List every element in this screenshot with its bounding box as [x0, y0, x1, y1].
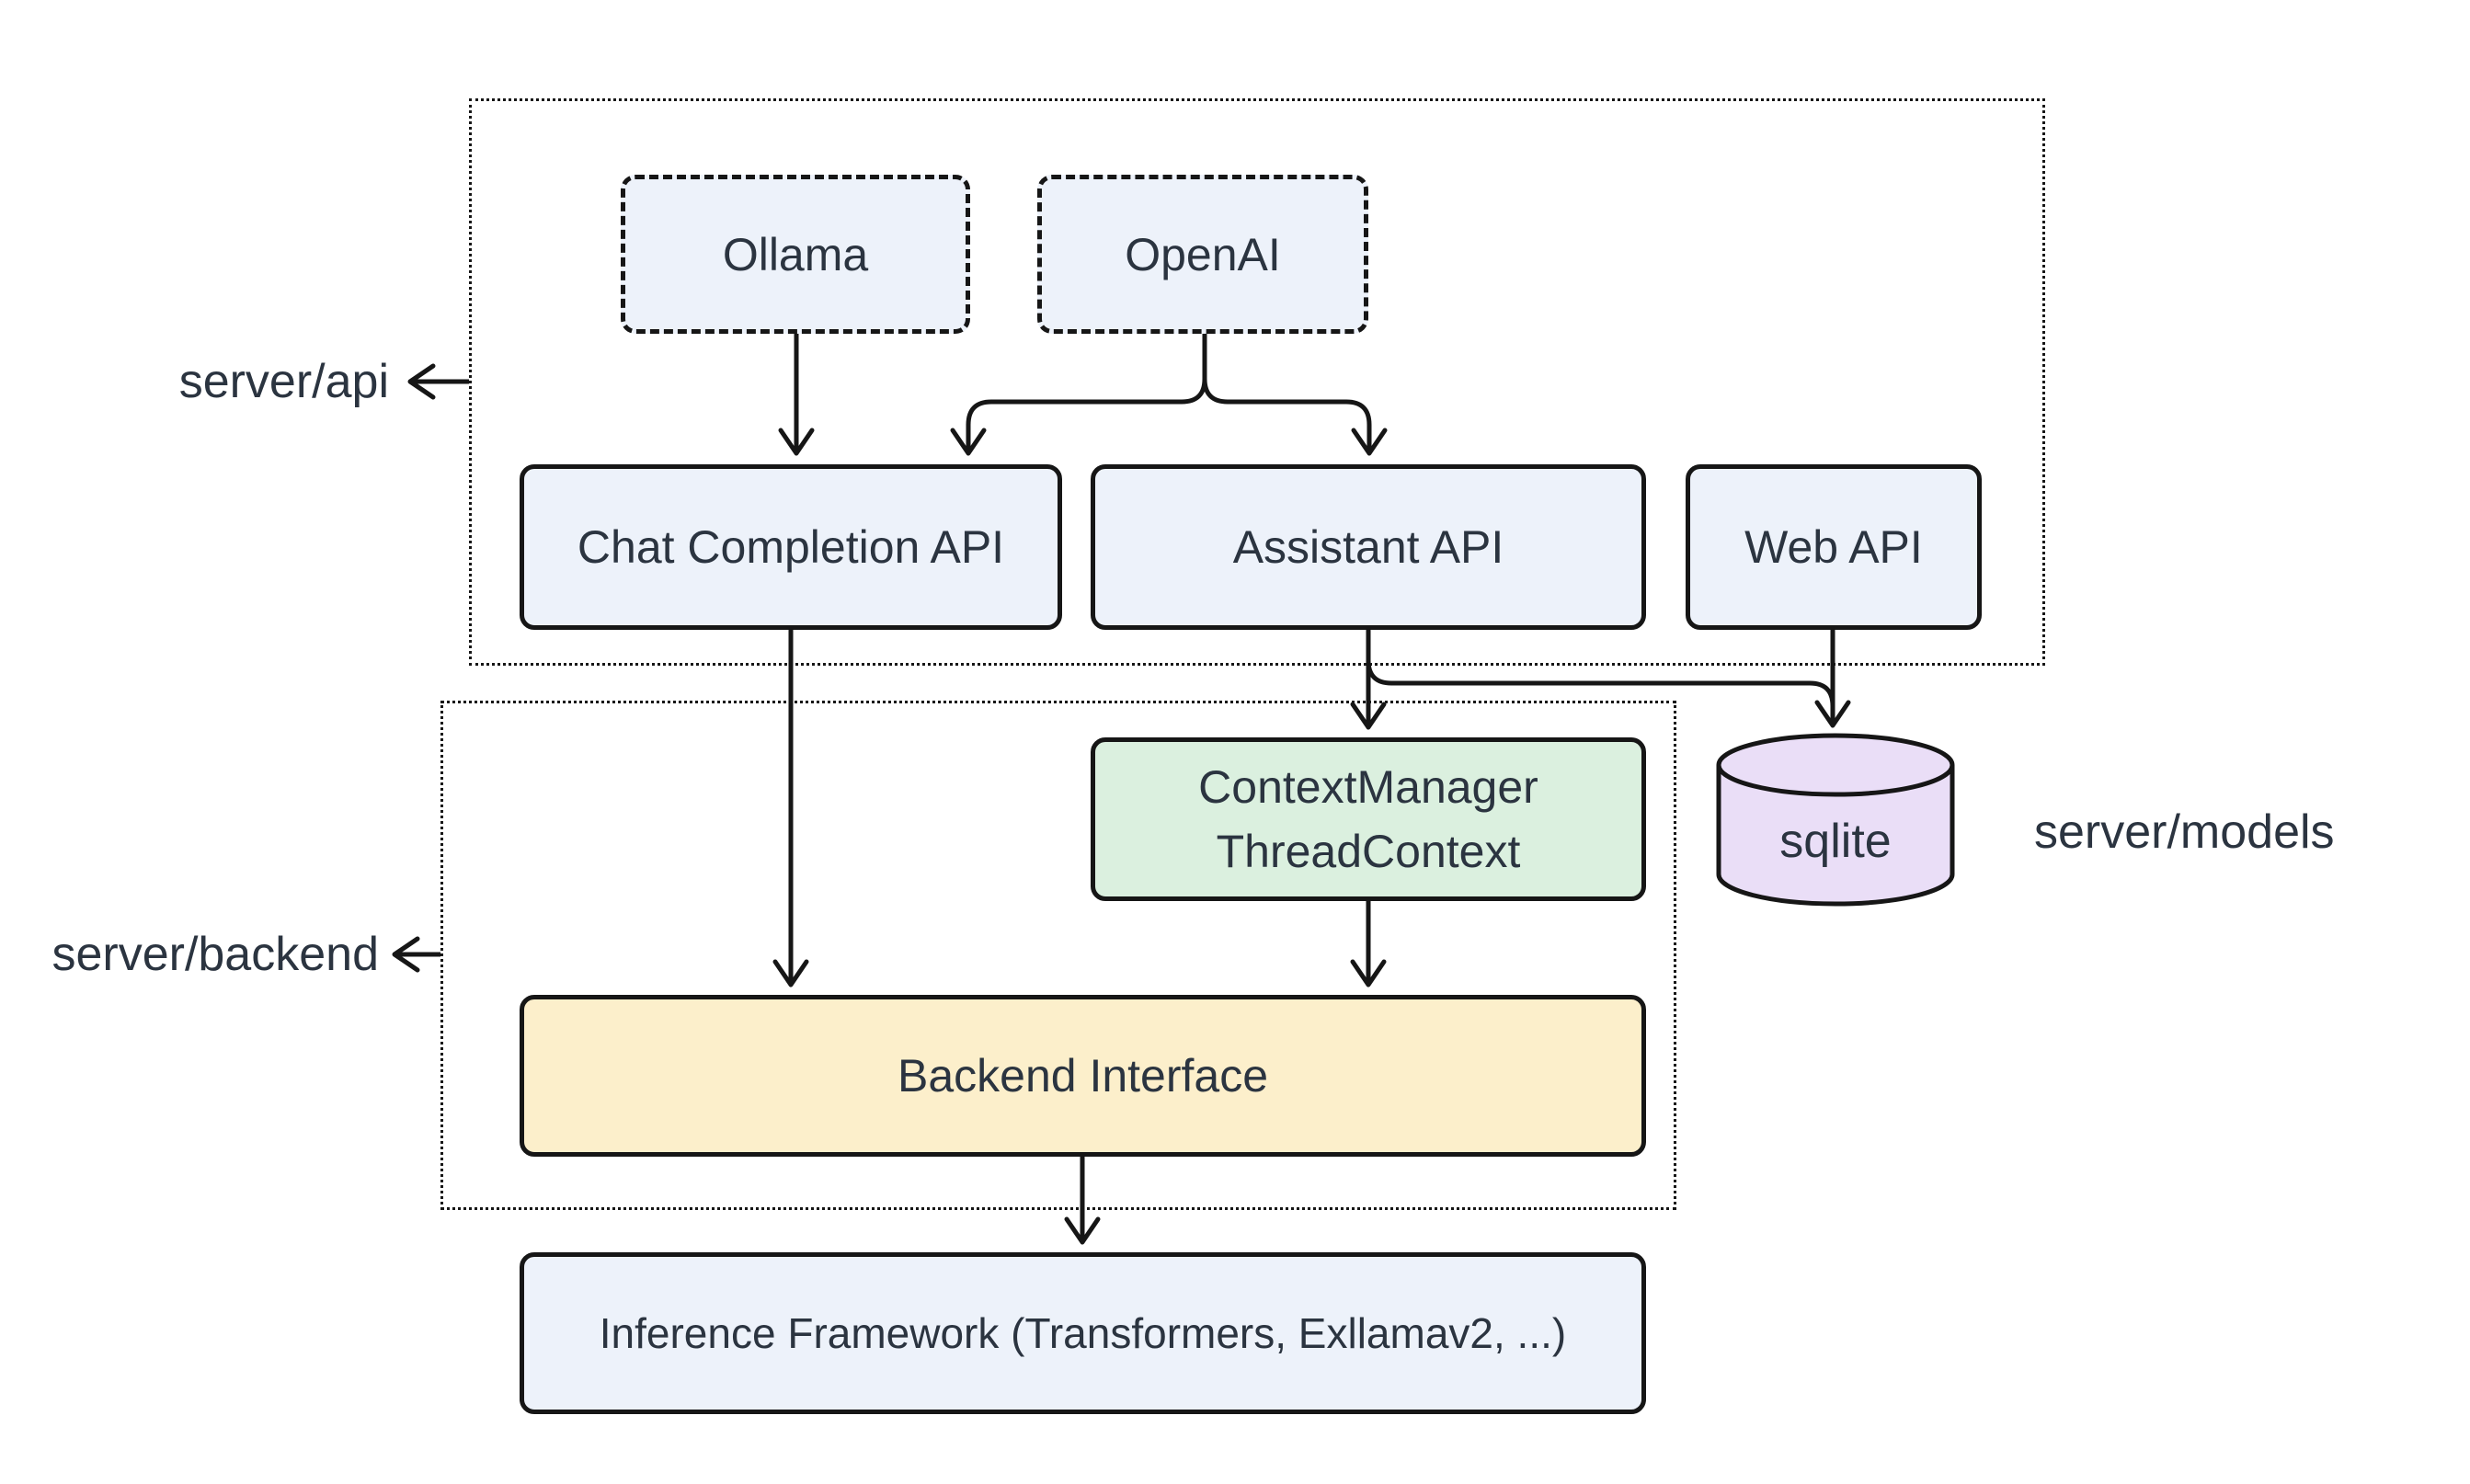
node-backend-interface-label: Backend Interface	[897, 1050, 1269, 1102]
node-inference-framework: Inference Framework (Transformers, Exlla…	[520, 1252, 1646, 1414]
node-sqlite-label: sqlite	[1779, 815, 1892, 868]
node-context-manager-line1: ContextManager	[1198, 761, 1538, 813]
node-assistant-api: Assistant API	[1091, 464, 1646, 630]
node-chat-completion-api: Chat Completion API	[520, 464, 1062, 630]
edge-openai-assistant	[1202, 334, 1388, 456]
node-ollama: Ollama	[621, 175, 970, 334]
node-web-api: Web API	[1686, 464, 1982, 630]
node-context-manager: ContextManager ThreadContext	[1091, 737, 1646, 901]
server-backend-container	[440, 701, 1676, 1210]
label-server-api: server/api	[178, 355, 389, 408]
label-server-backend: server/backend	[51, 928, 379, 981]
node-chat-completion-api-label: Chat Completion API	[577, 521, 1005, 573]
node-backend-interface: Backend Interface	[520, 995, 1646, 1157]
edge-lines	[392, 334, 1851, 1245]
node-inference-framework-label: Inference Framework (Transformers, Exlla…	[599, 1309, 1567, 1357]
edge-assistant-sqlite	[1366, 659, 1835, 717]
node-openai: OpenAI	[1037, 175, 1368, 334]
server-api-container	[469, 98, 2045, 666]
node-assistant-api-label: Assistant API	[1232, 521, 1504, 573]
label-server-models: server/models	[2034, 805, 2335, 859]
node-web-api-label: Web API	[1744, 521, 1923, 573]
node-ollama-label: Ollama	[722, 228, 869, 280]
sqlite-cylinder	[1716, 733, 1955, 907]
edge-openai-chat	[950, 334, 1207, 456]
node-context-manager-line2: ThreadContext	[1216, 826, 1521, 877]
node-openai-label: OpenAI	[1125, 228, 1281, 280]
